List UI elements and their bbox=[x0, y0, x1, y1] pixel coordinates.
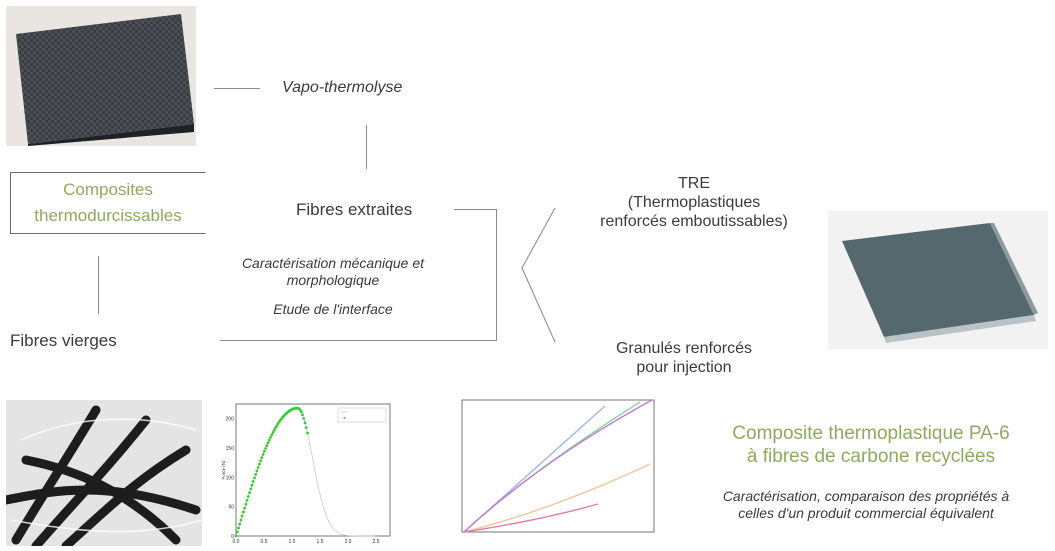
data-point bbox=[235, 530, 239, 534]
data-point bbox=[266, 441, 270, 445]
tre-label: TRE (Thermoplastiques renforcés emboutis… bbox=[564, 174, 824, 232]
data-point bbox=[258, 462, 261, 466]
data-point bbox=[269, 436, 272, 439]
y-tick-label: 200 bbox=[226, 417, 235, 423]
data-point bbox=[303, 421, 307, 425]
data-point bbox=[302, 417, 306, 420]
data-point bbox=[237, 526, 240, 530]
legend-box bbox=[337, 407, 387, 423]
x-tick-label: 1.5 bbox=[317, 539, 324, 545]
data-point bbox=[298, 408, 302, 412]
data-point bbox=[242, 510, 245, 514]
plot-frame-2 bbox=[461, 399, 655, 533]
data-point bbox=[249, 487, 253, 491]
tre-line1: TRE bbox=[678, 175, 710, 192]
data-point bbox=[301, 413, 304, 417]
data-point bbox=[306, 431, 309, 435]
comparaison-line1: Caractérisation, comparaison des proprié… bbox=[722, 488, 1010, 504]
data-point bbox=[304, 426, 308, 429]
data-point bbox=[264, 447, 267, 450]
granules-label: Granulés renforcés pour injection bbox=[584, 339, 784, 377]
data-point bbox=[240, 514, 244, 518]
x-tick-label: 2.5 bbox=[373, 539, 380, 545]
data-point bbox=[250, 483, 254, 487]
caracterisation-label: Caractérisation mécanique et morphologiq… bbox=[198, 255, 468, 289]
x-tick-label: 1.0 bbox=[289, 539, 296, 545]
data-point bbox=[254, 473, 258, 476]
force-chart-svg: 0 50 100 150 200 0.0 0.5 1.0 1.5 2.0 2.5 Force (N) bbox=[221, 403, 391, 545]
stress-chart-svg bbox=[461, 399, 655, 533]
stress-chart bbox=[440, 394, 660, 548]
connector-vapo-fibres bbox=[366, 125, 367, 169]
data-point bbox=[260, 456, 264, 459]
fibres-extraites-label: Fibres extraites bbox=[296, 200, 413, 219]
series-line bbox=[463, 463, 651, 533]
composite-pa6-line1: Composite thermoplastique PA-6 bbox=[732, 423, 1010, 444]
data-point bbox=[246, 495, 250, 498]
branch-lines bbox=[510, 200, 570, 350]
data-point bbox=[265, 444, 269, 447]
tre-plate-photo bbox=[828, 211, 1048, 349]
tre-line2: (Thermoplastiques bbox=[627, 194, 761, 212]
connector-box-vierges bbox=[98, 256, 99, 314]
comparaison-line2: celles d'un produit commercial équivalen… bbox=[738, 504, 994, 521]
data-point bbox=[243, 506, 246, 510]
connector-bottom-horizontal bbox=[220, 340, 497, 341]
plot-frame bbox=[235, 403, 391, 537]
legend-point-swatch bbox=[343, 417, 346, 419]
data-point bbox=[253, 476, 256, 480]
composites-line1: Composites bbox=[63, 180, 153, 199]
data-point bbox=[272, 428, 276, 432]
tre-line3: renforcés emboutissables) bbox=[600, 213, 788, 231]
fibres-vierges-label: Fibres vierges bbox=[10, 331, 117, 350]
fibres-photo bbox=[6, 400, 202, 546]
data-point bbox=[251, 480, 255, 483]
etude-interface-label: Etude de l'interface bbox=[273, 301, 393, 317]
y-tick-label: 100 bbox=[226, 475, 235, 481]
composite-pa6-line2: à fibres de carbone recyclées bbox=[746, 445, 996, 467]
x-tick-label: 0.5 bbox=[261, 539, 268, 545]
data-point bbox=[262, 450, 266, 453]
data-point bbox=[238, 522, 242, 526]
data-point bbox=[267, 438, 271, 442]
composites-line2: thermodurcissables bbox=[34, 206, 182, 226]
x-tick-label: 2.0 bbox=[345, 539, 352, 545]
composite-pa6-title: Composite thermoplastique PA-6 à fibres … bbox=[686, 423, 1055, 469]
data-point bbox=[256, 466, 260, 469]
granules-line2: pour injection bbox=[636, 359, 732, 377]
composite-plate-photo bbox=[6, 6, 196, 146]
series-line bbox=[463, 503, 599, 533]
data-point bbox=[234, 534, 238, 538]
caracterisation-comparaison: Caractérisation, comparaison des proprié… bbox=[676, 488, 1055, 522]
vapo-thermolyse-label: Vapo-thermolyse bbox=[282, 79, 403, 96]
data-point bbox=[261, 453, 265, 456]
caracterisation-line2: morphologique bbox=[286, 271, 380, 288]
series-line bbox=[463, 399, 653, 533]
y-axis-label: Force (N) bbox=[221, 460, 226, 480]
composites-thermodurcissables-box: Composites thermodurcissables bbox=[10, 172, 206, 234]
data-point bbox=[245, 498, 249, 502]
data-point bbox=[259, 459, 262, 463]
data-point bbox=[255, 469, 259, 473]
granules-line1: Granulés renforcés bbox=[615, 340, 753, 357]
data-point bbox=[244, 502, 248, 506]
y-tick-label: 50 bbox=[228, 505, 234, 511]
connector-fibres-extraites-h bbox=[454, 209, 497, 210]
y-tick-label: 0 bbox=[231, 534, 234, 540]
data-point bbox=[248, 491, 251, 495]
data-point bbox=[239, 518, 243, 522]
x-tick-label: 0.0 bbox=[233, 539, 240, 545]
data-point bbox=[299, 410, 303, 414]
y-tick-label: 150 bbox=[226, 446, 235, 452]
connector-photo-vapo bbox=[214, 88, 260, 89]
connector-right-vertical bbox=[496, 209, 497, 340]
data-point bbox=[274, 426, 277, 430]
caracterisation-line1: Caractérisation mécanique et bbox=[241, 255, 425, 271]
data-point bbox=[270, 433, 274, 437]
data-point bbox=[271, 431, 275, 434]
force-chart: 0 50 100 150 200 0.0 0.5 1.0 1.5 2.0 2.5 Force (N) bbox=[220, 398, 400, 548]
